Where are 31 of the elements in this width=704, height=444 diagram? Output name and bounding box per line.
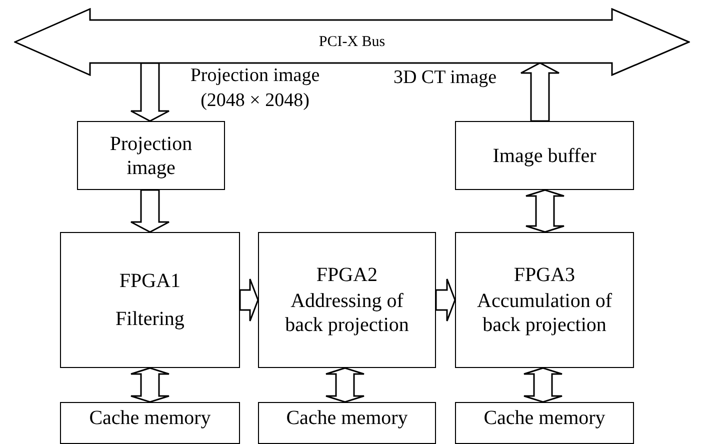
process-box xyxy=(258,232,436,368)
double-block-arrow xyxy=(325,367,365,403)
block-arrow xyxy=(130,189,170,233)
block-label: Projection image xyxy=(108,132,194,180)
block-title: FPGA2 xyxy=(316,263,378,287)
block-arrow xyxy=(435,278,456,322)
block-arrow xyxy=(130,62,170,122)
double-block-arrow xyxy=(523,367,563,403)
block-title: FPGA3 xyxy=(514,263,576,287)
block-label: Accumulation of back projection xyxy=(476,289,613,337)
block-label: Cache memory xyxy=(484,406,606,430)
edge-label: Projection image (2048 × 2048) xyxy=(189,64,321,113)
double-block-arrow xyxy=(130,367,170,403)
memory-box xyxy=(258,402,436,444)
process-box xyxy=(455,121,634,190)
process-box xyxy=(77,121,225,190)
bus-label: PCI-X Bus xyxy=(318,34,386,50)
process-box xyxy=(60,232,240,368)
block-arrow xyxy=(520,62,560,122)
block-label: Image buffer xyxy=(492,144,596,168)
block-arrow xyxy=(239,278,259,322)
memory-box xyxy=(60,402,240,444)
block-label: Cache memory xyxy=(286,406,408,430)
double-block-arrow xyxy=(525,189,565,233)
process-box xyxy=(455,232,634,368)
block-label: Filtering xyxy=(116,307,184,331)
block-title: FPGA1 xyxy=(119,269,181,293)
edge-label: 3D CT image xyxy=(392,66,498,90)
memory-box xyxy=(455,402,634,444)
block-label: Addressing of back projection xyxy=(284,289,410,337)
block-label: Cache memory xyxy=(89,406,211,430)
